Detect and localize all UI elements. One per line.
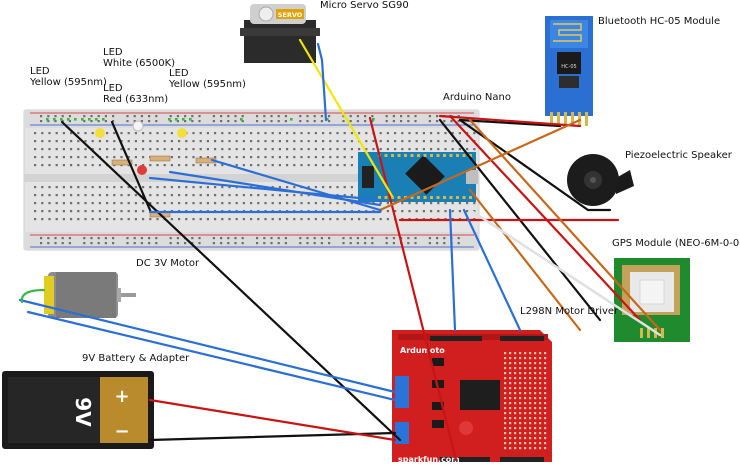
label-dc-motor: DC 3V Motor	[136, 258, 200, 269]
label-led-yellow-right-1: LED	[169, 68, 189, 79]
battery-plus: +	[114, 386, 129, 407]
ardumoto-text: Ardumoto	[400, 346, 445, 355]
bluetooth-module: HC-05	[545, 16, 593, 126]
micro-servo: SERVO	[240, 4, 320, 63]
resistor-2	[149, 155, 171, 162]
label-led-yellow-right-2: Yellow (595nm)	[169, 79, 246, 90]
battery-9v-text: 9V	[71, 397, 95, 427]
label-led-red-1: LED	[103, 83, 123, 94]
label-arduino-nano: Arduino Nano	[443, 92, 511, 103]
label-gps: GPS Module (NEO-6M-0-001)	[612, 238, 740, 249]
label-led-red-2: Red (633nm)	[103, 94, 169, 105]
wires	[18, 38, 662, 462]
piezo-speaker	[567, 154, 634, 206]
label-servo: Micro Servo SG90	[320, 0, 409, 11]
led-yellow-right	[177, 128, 187, 138]
led-white	[132, 120, 144, 132]
label-led-white-2: White (6500K)	[103, 58, 176, 69]
servo-brand-text: SERVO	[278, 11, 303, 19]
led-yellow-left	[95, 128, 105, 138]
hc05-text: HC-05	[561, 64, 576, 70]
label-led-white-1: LED	[103, 47, 123, 58]
label-led-yellow-left-1: LED	[30, 66, 50, 77]
battery-9v: + − 9V	[2, 371, 154, 449]
label-motor-driver: L298N Motor Driver	[520, 306, 619, 317]
dc-motor	[44, 272, 136, 318]
label-led-yellow-left-2: Yellow (595nm)	[30, 77, 107, 88]
gps-module	[614, 258, 690, 342]
resistor-1	[111, 159, 133, 166]
bluetooth-pins	[550, 112, 588, 126]
ardumoto-shield: Ardumoto sparkfun.com	[392, 330, 552, 464]
battery-minus: −	[114, 421, 129, 442]
label-bluetooth: Bluetooth HC-05 Module	[598, 16, 721, 27]
led-red	[137, 165, 147, 175]
label-piezo: Piezoelectric Speaker	[625, 150, 732, 161]
label-battery: 9V Battery & Adapter	[82, 353, 190, 364]
sparkfun-text: sparkfun.com	[398, 455, 460, 464]
arduino-nano	[358, 152, 478, 202]
